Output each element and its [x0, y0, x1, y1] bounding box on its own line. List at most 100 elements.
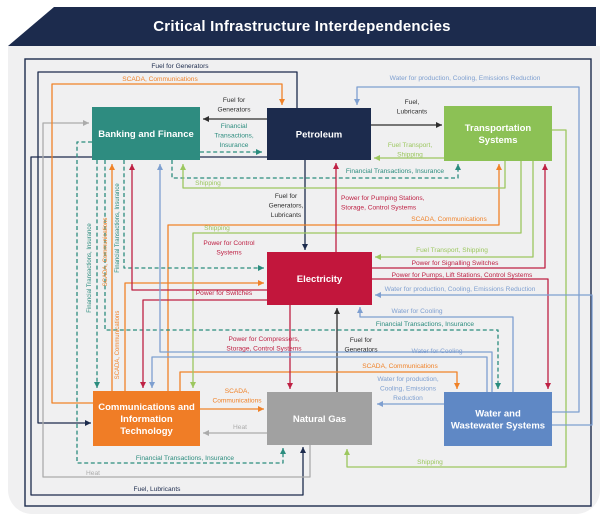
edge-water-cooling-communications	[151, 356, 488, 392]
arrowhead-transportation-shipping-naturalgas	[344, 449, 350, 455]
edge-communications-scada-petroleum	[51, 83, 283, 404]
edge-naturalgas-heat-banking	[42, 122, 311, 478]
edge-electricity-power-banking	[131, 164, 267, 291]
arrowhead-petroleum-fuel-lubricants-naturalgas	[300, 447, 306, 453]
edge-communications-scada-water	[179, 371, 458, 391]
label-fuel-transport-electricity: Fuel Transport, Shipping	[416, 247, 488, 254]
arrowhead-water-cooling-electricity	[357, 307, 363, 313]
label-financial-transportation: Financial Transactions, Insurance	[346, 168, 445, 175]
edge-banking-financial-naturalgas	[76, 141, 284, 464]
edge-water-production-electricity	[375, 294, 593, 426]
arrowhead-communications-scada-transportation	[496, 164, 502, 170]
label-fuel-for-generators-top: Fuel for Generators	[151, 63, 209, 70]
label-shipping-communications: Shipping	[204, 225, 230, 232]
edge-communications-scada-electricity	[124, 282, 264, 391]
box-naturalgas	[267, 392, 372, 445]
arrowhead-water-production-petroleum	[354, 99, 360, 105]
arrowhead-naturalgas-heat-communications	[203, 430, 209, 436]
box-label-electricity: Electricity	[297, 274, 343, 285]
box-communications	[93, 391, 200, 446]
arrowhead-water-production-naturalgas	[377, 401, 383, 407]
label-scada-electricity-rot: SCADA, Communications	[115, 311, 121, 380]
edge-transportation-fueltransport-electricity	[375, 161, 534, 258]
box-label-banking: Banking and Finance	[98, 129, 194, 140]
edge-transportation-shipping-communications	[192, 161, 522, 388]
label-power-compressors: Power for Compressors,Storage, Control S…	[226, 336, 302, 353]
label-shipping-naturalgas: Shipping	[417, 459, 443, 466]
label-fuel-lubricants-transport: Fuel,Lubricants	[397, 99, 428, 116]
edge-electricity-power-transportation	[372, 164, 546, 269]
arrowhead-water-cooling-communications	[149, 382, 155, 388]
arrowhead-banking-financial-electricity	[258, 265, 264, 271]
arrowhead-electricity-power-naturalgas	[287, 383, 293, 389]
diagram-frame	[24, 58, 592, 507]
arrowhead-water-cooling-banking	[157, 164, 163, 170]
label-scada-water: SCADA, Communications	[362, 363, 438, 370]
label-shipping-banking: Shipping	[195, 180, 221, 187]
label-fuel-lubricants-bottom: Fuel, Lubricants	[134, 486, 182, 493]
arrowhead-petroleum-fuel-generators-electricity	[302, 244, 308, 250]
label-power-for-switches: Power for Switches	[196, 290, 253, 297]
edge-banking-financial-electricity	[123, 160, 264, 269]
label-power-signalling-switches: Power for Signalling Switches	[412, 260, 500, 267]
arrowhead-petroleum-fuel-generators-communications	[85, 420, 91, 426]
label-financial-water: Financial Transactions, Insurance	[376, 321, 475, 328]
box-label-petroleum: Petroleum	[296, 130, 342, 141]
edge-water-cooling-banking	[159, 164, 493, 392]
label-financial-communications-rot: Financial Transactions, Insurance	[87, 223, 93, 313]
arrowhead-communications-scada-banking	[109, 164, 115, 170]
label-water-cooling-electricity: Water for Cooling	[391, 308, 442, 315]
arrowhead-communications-scada-water	[454, 383, 460, 389]
arrowhead-electricity-power-communications	[140, 382, 146, 388]
label-scada-communications-top: SCADA, Communications	[122, 76, 198, 83]
arrowhead-banking-financial-water	[495, 383, 501, 389]
title-banner: Critical Infrastructure Interdependencie…	[8, 7, 596, 46]
arrowhead-banking-financial-communications	[94, 382, 100, 388]
arrowhead-petroleum-fuel-lubricants-transportation	[436, 122, 442, 128]
arrowhead-communications-scada-petroleum	[279, 99, 285, 105]
edge-transportation-shipping-naturalgas	[346, 129, 567, 468]
arrowhead-water-production-electricity	[375, 292, 381, 298]
arrowhead-communications-scada-electricity	[258, 280, 264, 286]
label-scada-transportation: SCADA, Communications	[411, 216, 487, 223]
arrowhead-transportation-fueltransport-petroleum	[374, 155, 380, 161]
arrowhead-naturalgas-fuel-generators-electricity	[334, 308, 340, 314]
box-label-naturalgas: Natural Gas	[293, 414, 346, 425]
edge-petroleum-fuel-generators-communications	[37, 71, 298, 424]
box-water	[444, 392, 552, 446]
label-heat-banking: Heat	[86, 470, 100, 477]
arrowhead-banking-financial-transportation	[455, 164, 461, 170]
edge-electricity-power-water	[372, 278, 549, 389]
arrowhead-transportation-shipping-banking	[180, 164, 186, 170]
label-scada-banking-rot: SCADA, Communications	[103, 218, 109, 287]
arrowhead-electricity-power-petroleum	[333, 163, 339, 169]
arrowhead-communications-scada-naturalgas	[258, 406, 264, 412]
edge-electricity-power-communications	[142, 299, 267, 388]
box-electricity	[267, 252, 372, 305]
arrowhead-transportation-fueltransport-electricity	[375, 254, 381, 260]
arrowhead-transportation-shipping-communications	[190, 382, 196, 388]
label-water-cooling-comms: Water for Cooling	[411, 348, 462, 355]
box-transportation	[444, 106, 552, 161]
label-heat-communications: Heat	[233, 424, 247, 431]
box-petroleum	[267, 108, 371, 160]
label-power-pumps-lift: Power for Pumps, Lift Stations, Control …	[392, 272, 533, 279]
edge-communications-scada-transportation	[167, 164, 500, 391]
arrowhead-electricity-power-banking	[129, 164, 135, 170]
label-water-production-electricity: Water for production, Cooling, Emissions…	[385, 286, 536, 293]
arrowhead-banking-financial-naturalgas	[280, 448, 286, 454]
label-water-production-top: Water for production, Cooling, Emissions…	[390, 75, 541, 82]
edge-transportation-shipping-banking	[182, 161, 506, 189]
label-scada-naturalgas: SCADA,Communications	[212, 388, 262, 405]
edge-banking-financial-water	[104, 160, 499, 389]
box-banking	[92, 107, 200, 160]
